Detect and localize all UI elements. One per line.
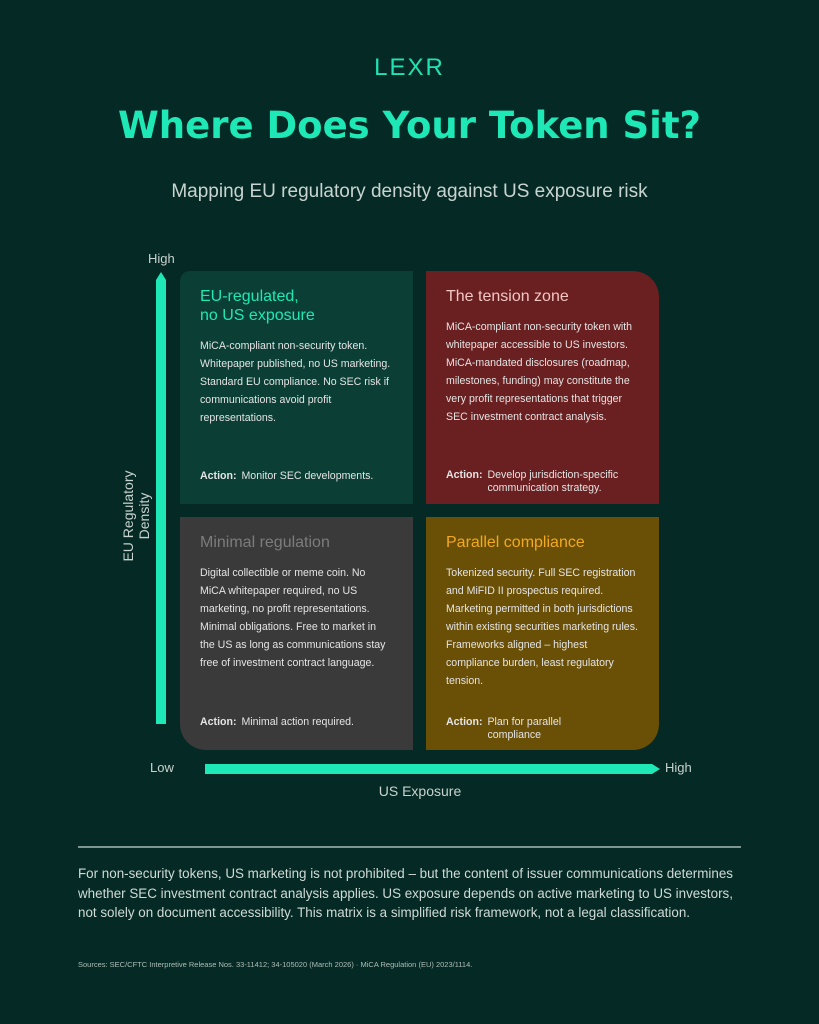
quadrant-title: The tension zone — [446, 288, 569, 305]
x-axis-arrow — [205, 764, 660, 774]
quadrant-minimal-regulation: Minimal regulation Digital collectible o… — [180, 517, 413, 750]
quadrant-title: Minimal regulation — [200, 534, 330, 551]
y-axis-arrow — [156, 272, 166, 724]
action-text: Minimal action required. — [241, 716, 354, 728]
quadrant-parallel-compliance: Parallel compliance Tokenized security. … — [426, 517, 659, 750]
action-text: Monitor SEC developments. — [241, 470, 374, 482]
footnote: For non-security tokens, US marketing is… — [78, 866, 733, 920]
quadrant-title: Parallel compliance — [446, 534, 585, 551]
x-axis-label: US Exposure — [378, 783, 462, 799]
page-title: Where Does Your Token Sit? — [117, 104, 702, 147]
action-label: Action: — [200, 716, 237, 728]
action-text: Develop jurisdiction-specific communicat… — [487, 469, 619, 494]
x-axis-low-label: Low — [150, 760, 174, 775]
lexr-logo: LEXR — [374, 54, 445, 81]
y-axis-label: EU Regulatory Density — [120, 470, 152, 562]
page-subtitle: Mapping EU regulatory density against US… — [171, 181, 648, 202]
quadrant-body: MiCA-compliant non-security token. White… — [200, 340, 391, 424]
quadrant-body: Tokenized security. Full SEC registratio… — [446, 567, 638, 687]
action-text: Plan for parallel compliance — [487, 716, 562, 741]
x-axis-high-label: High — [665, 760, 692, 775]
sources: Sources: SEC/CFTC Interpretive Release N… — [78, 960, 473, 969]
action-label: Action: — [446, 716, 483, 728]
divider — [78, 846, 741, 848]
quadrant-title: EU-regulated, no US exposure — [200, 288, 315, 324]
y-axis-high-label: High — [148, 251, 175, 266]
quadrant-tension-zone: The tension zone MiCA-compliant non-secu… — [426, 271, 659, 504]
quadrant-eu-regulated: EU-regulated, no US exposure MiCA-compli… — [180, 271, 413, 504]
action-label: Action: — [446, 469, 483, 481]
action-label: Action: — [200, 470, 237, 482]
quadrant-body: Digital collectible or meme coin. No MiC… — [200, 567, 386, 669]
quadrant-body: MiCA-compliant non-security token with w… — [446, 321, 633, 423]
